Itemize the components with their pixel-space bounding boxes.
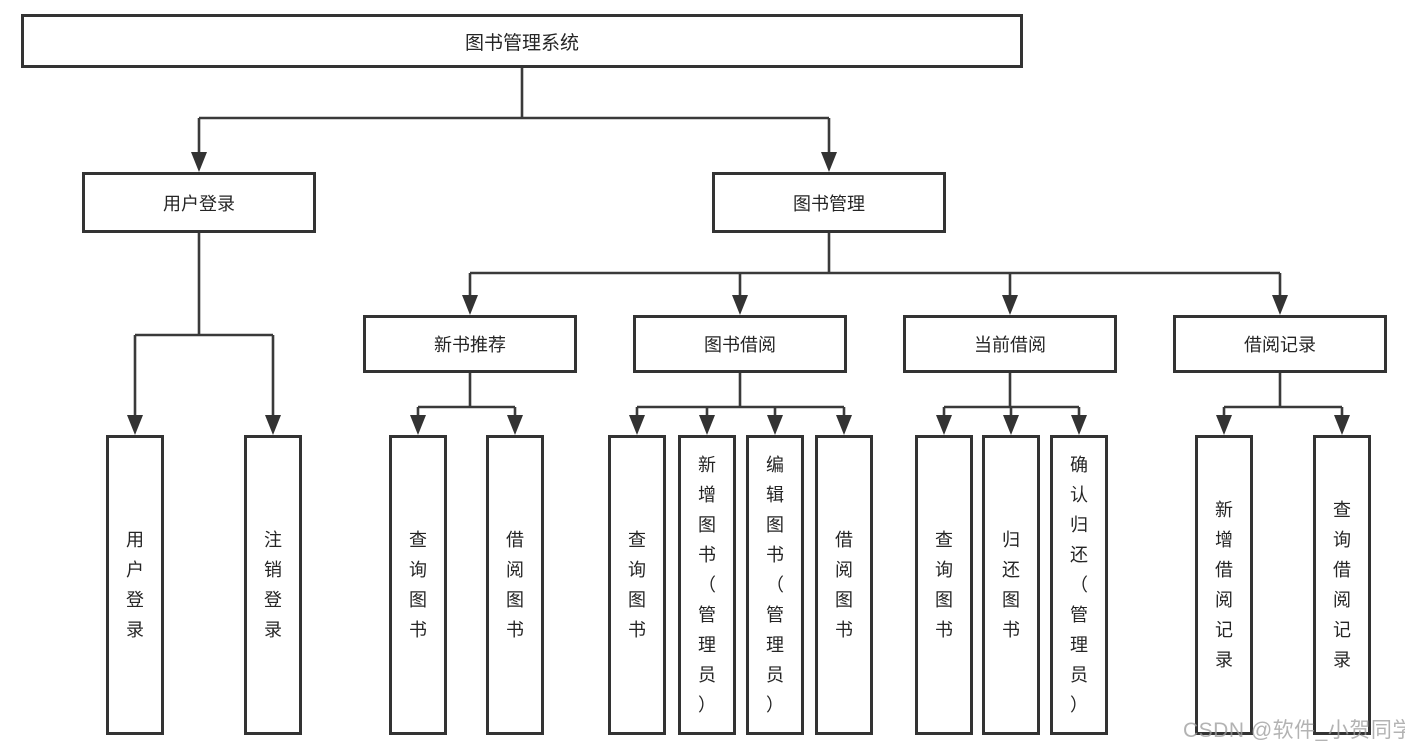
node-label: 新书推荐	[434, 335, 506, 355]
node-label: 编 辑 图 书 （ 管 理 员 ）	[766, 455, 784, 715]
node-label: 新 增 借 阅 记 录	[1215, 500, 1233, 670]
csdn-watermark: CSDN @软件_小贺同学	[1183, 719, 1405, 742]
node-book-management: 图书管理	[712, 172, 946, 233]
leaf-borrow-book-2: 借 阅 图 书	[815, 435, 873, 735]
node-current-borrowing: 当前借阅	[903, 315, 1117, 373]
node-user-login: 用户登录	[82, 172, 316, 233]
leaf-return-book: 归 还 图 书	[982, 435, 1040, 735]
node-label: 当前借阅	[974, 335, 1046, 355]
node-label: 新 增 图 书 （ 管 理 员 ）	[698, 455, 716, 715]
node-label: 借 阅 图 书	[506, 530, 524, 640]
node-label: 查 询 图 书	[935, 530, 953, 640]
leaf-query-book-3: 查 询 图 书	[915, 435, 973, 735]
leaf-query-book-1: 查 询 图 书	[389, 435, 447, 735]
leaf-query-borrow-record: 查 询 借 阅 记 录	[1313, 435, 1371, 735]
node-label: 图书管理系统	[464, 32, 579, 54]
node-book-borrowing: 图书借阅	[633, 315, 847, 373]
leaf-logout: 注 销 登 录	[244, 435, 302, 735]
leaf-edit-book-admin: 编 辑 图 书 （ 管 理 员 ）	[746, 435, 804, 735]
node-label: 归 还 图 书	[1002, 530, 1020, 640]
node-new-book-recommend: 新书推荐	[363, 315, 577, 373]
node-label: 查 询 借 阅 记 录	[1333, 500, 1351, 670]
leaf-borrow-book-1: 借 阅 图 书	[486, 435, 544, 735]
node-label: 查 询 图 书	[409, 530, 427, 640]
node-label: 用 户 登 录	[126, 530, 144, 640]
leaf-add-borrow-record: 新 增 借 阅 记 录	[1195, 435, 1253, 735]
node-label: 查 询 图 书	[628, 530, 646, 640]
node-label: 图书管理	[793, 193, 865, 214]
node-label: 用户登录	[163, 193, 235, 214]
leaf-confirm-return-admin: 确 认 归 还 （ 管 理 员 ）	[1050, 435, 1108, 735]
node-label: 借 阅 图 书	[835, 530, 853, 640]
node-label: 注 销 登 录	[264, 530, 282, 640]
leaf-add-book-admin: 新 增 图 书 （ 管 理 员 ）	[678, 435, 736, 735]
node-library-system: 图书管理系统	[21, 14, 1023, 68]
leaf-query-book-2: 查 询 图 书	[608, 435, 666, 735]
node-label: 确 认 归 还 （ 管 理 员 ）	[1070, 455, 1088, 715]
node-borrow-records: 借阅记录	[1173, 315, 1387, 373]
node-label: 图书借阅	[704, 335, 776, 355]
node-label: 借阅记录	[1244, 335, 1316, 355]
leaf-user-login: 用 户 登 录	[106, 435, 164, 735]
